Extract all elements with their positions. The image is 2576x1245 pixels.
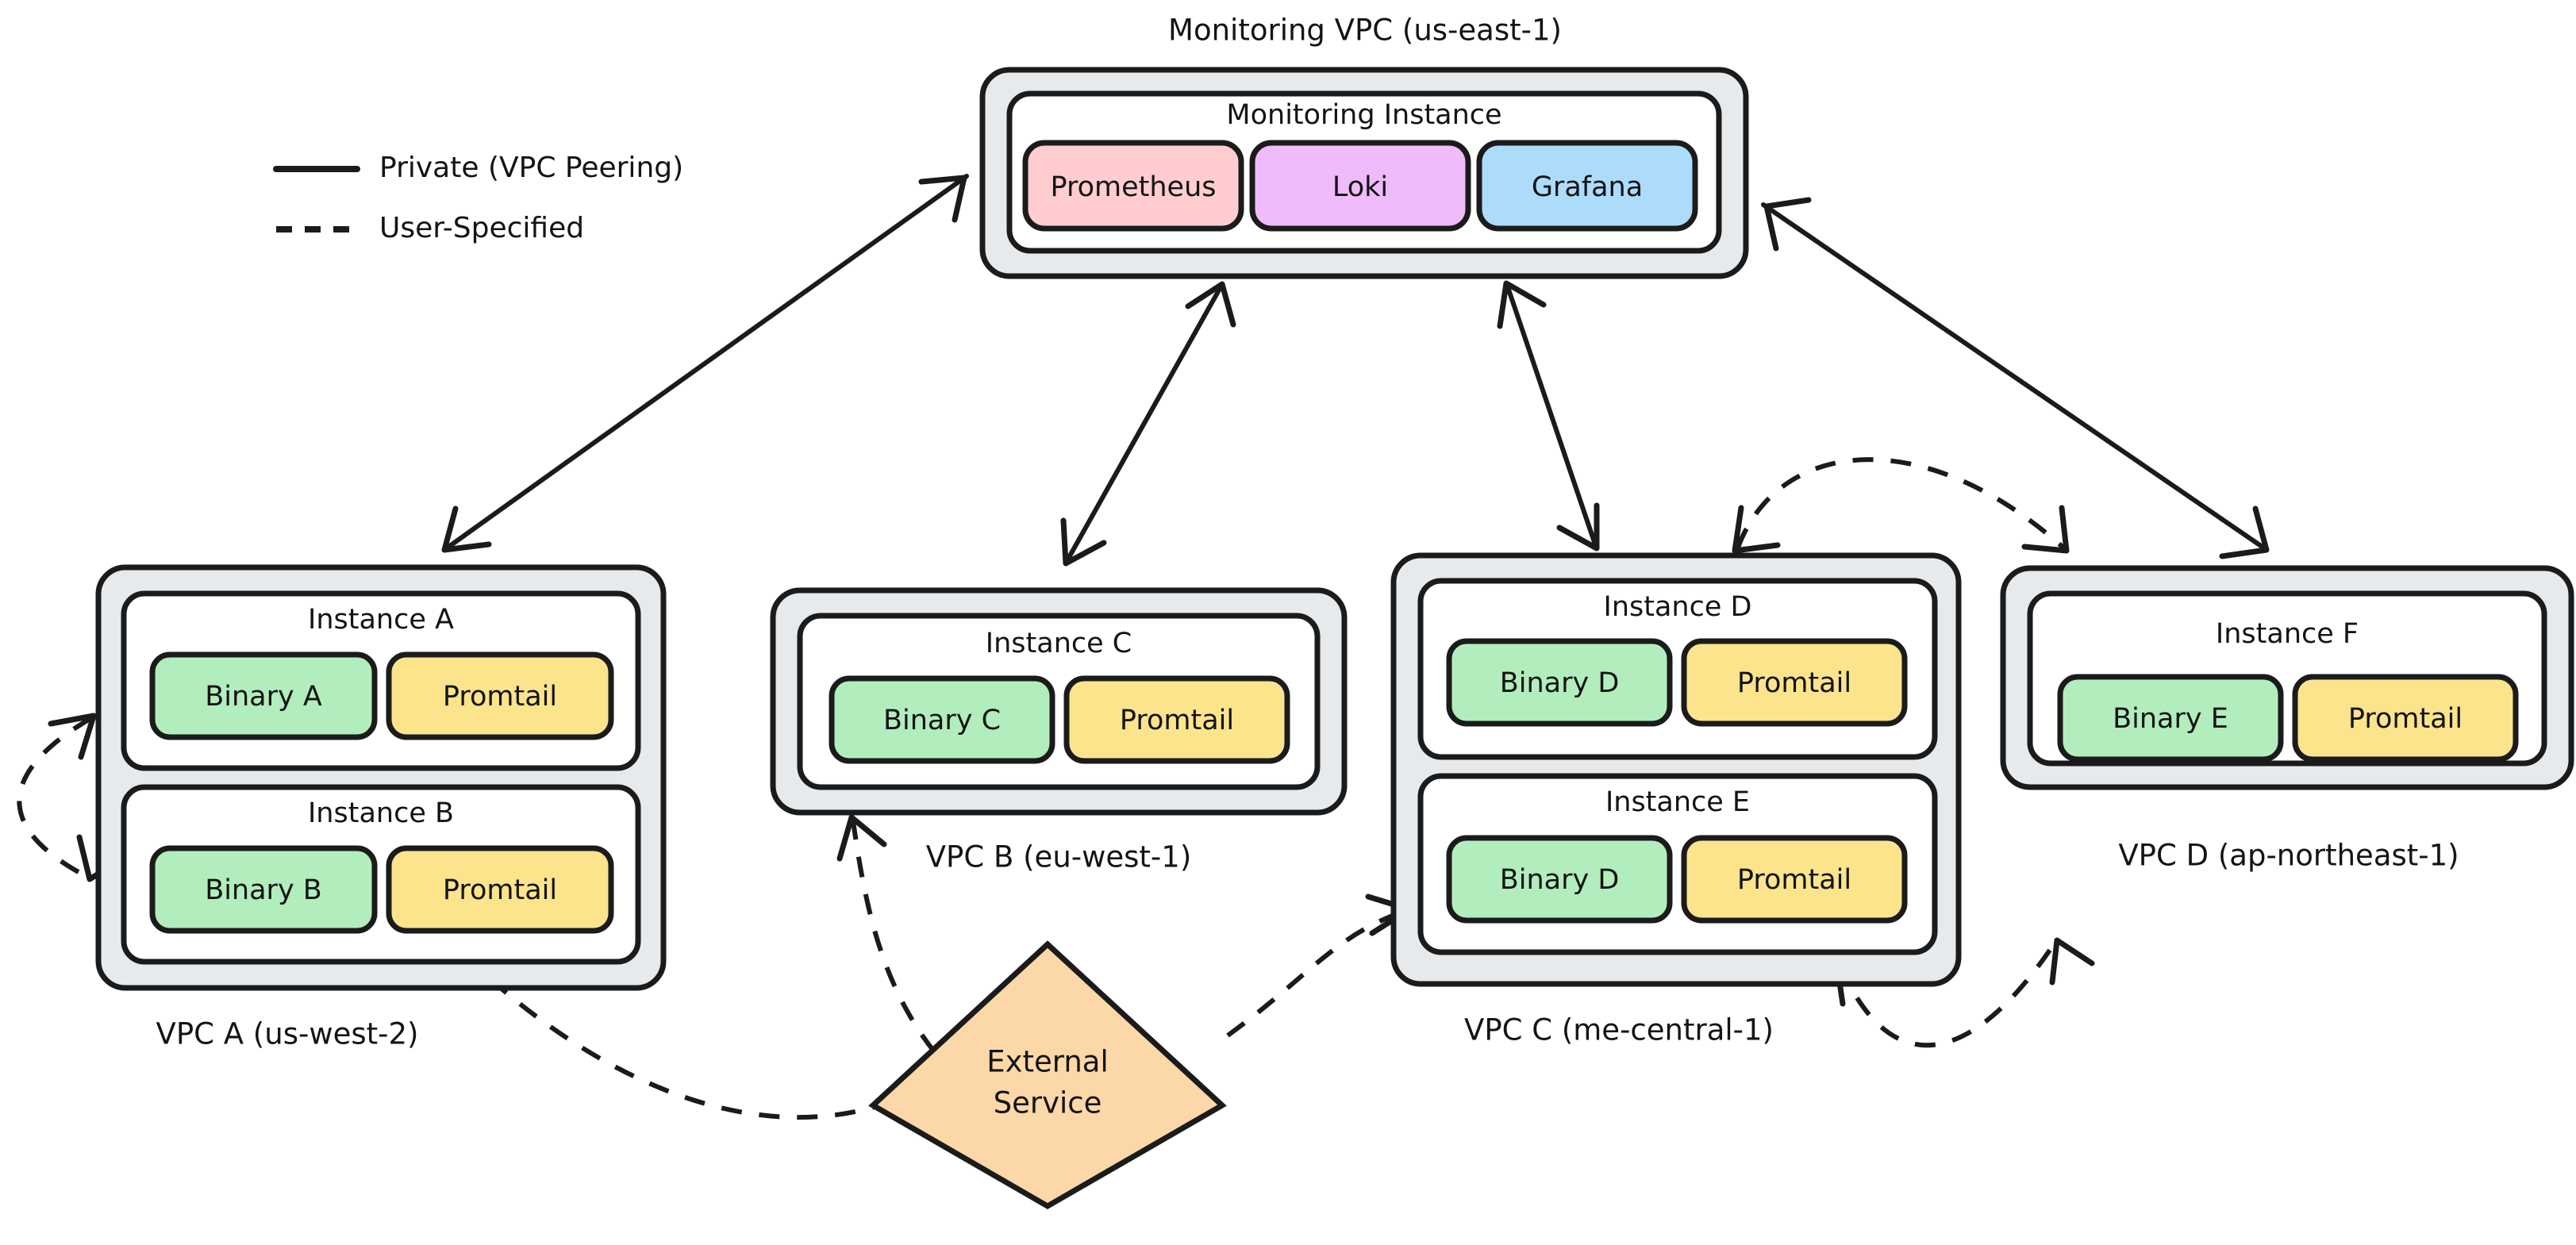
instance-d-agent-box[interactable] [1681, 638, 1908, 727]
instance-c-title: Instance C [986, 628, 1132, 659]
instance-c-agent-label: Promtail [1120, 705, 1234, 736]
instance-f-agent-box[interactable] [2292, 674, 2519, 763]
external-service-label-line1: External [986, 1045, 1109, 1079]
instance-b-title: Instance B [308, 797, 454, 829]
instance-a-title: Instance A [308, 604, 454, 636]
vpc-d-box[interactable]: Instance F Binary E Promtail [2000, 565, 2574, 790]
instance-f-title: Instance F [2216, 618, 2359, 650]
instance-a-binary-box[interactable] [149, 651, 378, 740]
instance-a-binary-label: Binary A [205, 681, 322, 713]
instance-f-binary-box[interactable] [2057, 674, 2284, 763]
vpc-a-box[interactable]: Instance A Binary A Promtail Instance B … [95, 564, 667, 991]
legend: Private (VPC Peering) User-Specified [273, 152, 683, 244]
vpc-b-box[interactable]: Instance C Binary C Promtail [770, 587, 1348, 816]
vpc-a-label: VPC A (us-west-2) [156, 1017, 419, 1051]
external-service-label-line2: Service [994, 1086, 1102, 1120]
instance-f-binary-label: Binary E [2113, 703, 2228, 735]
vpc-c-label: VPC C (me-central-1) [1464, 1013, 1774, 1047]
service-grafana-label: Grafana [1532, 171, 1643, 203]
instance-b-binary-label: Binary B [205, 874, 322, 906]
edge-external-vpc-b [836, 814, 936, 1053]
instance-c-agent-box[interactable] [1063, 675, 1290, 764]
instance-e-binary-box[interactable] [1446, 835, 1673, 924]
service-loki-label: Loki [1332, 171, 1388, 203]
edge-monitoring-vpc-a [441, 174, 969, 553]
instance-b-agent-box[interactable] [386, 845, 614, 934]
instance-e-binary-label: Binary D [1500, 864, 1620, 896]
service-prometheus-box[interactable] [1022, 140, 1244, 232]
monitoring-instance-title: Monitoring Instance [1226, 99, 1501, 131]
instance-e-agent-box[interactable] [1681, 835, 1908, 924]
legend-solid-label: Private (VPC Peering) [379, 152, 683, 184]
vpc-d-label: VPC D (ap-northeast-1) [2118, 839, 2459, 873]
service-prometheus-label: Prometheus [1050, 171, 1216, 203]
vpc-c-box[interactable]: Instance D Binary D Promtail Instance E … [1390, 552, 1962, 987]
instance-d-binary-label: Binary D [1500, 667, 1620, 699]
edge-vpc-c-vpc-d-upper [1732, 457, 2070, 554]
service-loki-box[interactable] [1249, 140, 1471, 232]
instance-e-title: Instance E [1605, 786, 1750, 818]
monitoring-vpc-box[interactable]: Monitoring Instance Prometheus Loki Graf… [979, 67, 1749, 279]
instance-c-binary-label: Binary C [883, 705, 1001, 736]
instance-b-binary-box[interactable] [149, 845, 378, 934]
external-service-node[interactable]: External Service [868, 940, 1227, 1210]
edge-monitoring-vpc-d [1761, 197, 2270, 559]
monitoring-vpc-title: Monitoring VPC (us-east-1) [1168, 13, 1562, 48]
instance-e-agent-label: Promtail [1737, 864, 1851, 896]
legend-dashed-label: User-Specified [379, 212, 584, 244]
edge-external-instance-e [1226, 893, 1413, 1038]
instance-a-agent-label: Promtail [443, 681, 557, 713]
vpc-b-label: VPC B (eu-west-1) [926, 840, 1192, 874]
service-grafana-box[interactable] [1476, 140, 1698, 232]
instance-d-title: Instance D [1604, 591, 1752, 623]
instance-c-binary-box[interactable] [829, 675, 1055, 764]
instance-b-agent-label: Promtail [443, 874, 557, 906]
instance-f-agent-label: Promtail [2348, 703, 2463, 735]
instance-d-binary-box[interactable] [1446, 638, 1673, 727]
edge-monitoring-vpc-c [1497, 280, 1600, 551]
instance-d-agent-label: Promtail [1737, 667, 1851, 699]
instance-a-agent-box[interactable] [386, 651, 614, 740]
edge-monitoring-vpc-b [1060, 281, 1236, 567]
